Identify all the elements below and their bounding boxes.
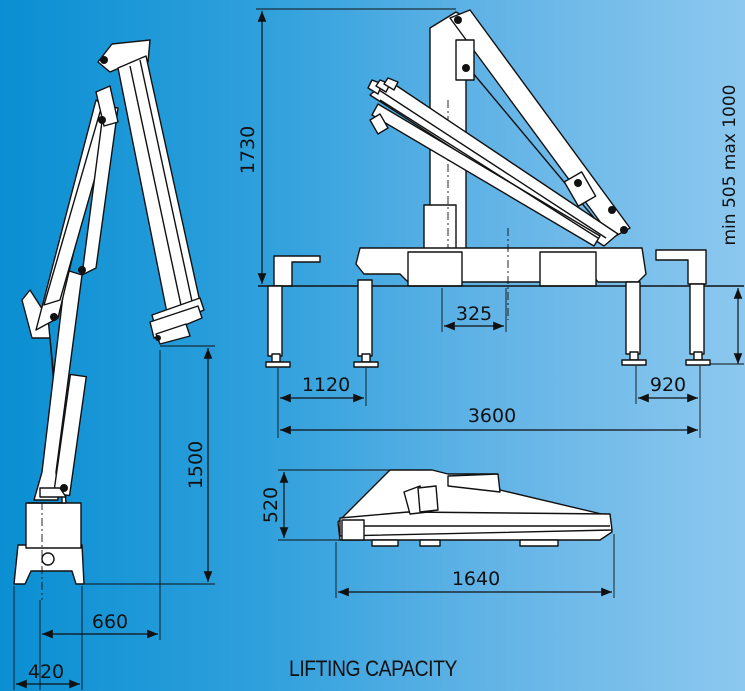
outrigger-right <box>655 249 707 285</box>
lifting-capacity-caption: LIFTING CAPACITY <box>289 656 457 681</box>
dimension-660: 660 <box>92 611 128 633</box>
dimension-520: 520 <box>260 487 282 523</box>
base-pin-icon <box>41 552 55 566</box>
dimension-1120: 1120 <box>302 374 350 396</box>
side-view-crane <box>13 39 205 600</box>
front-view-box-left <box>407 251 463 287</box>
dimension-1500: 1500 <box>185 441 207 489</box>
dimension-1730: 1730 <box>237 126 259 174</box>
front-view-link <box>455 39 475 81</box>
front-view-box-right <box>539 251 597 287</box>
dimension-325: 325 <box>456 303 492 325</box>
transport-view-crane <box>337 469 613 547</box>
dimension-920: 920 <box>650 374 686 396</box>
front-view-dimensions: 1730 min 505 max 1000 325 1120 920 3600 <box>237 8 744 438</box>
outrigger-left <box>273 255 321 287</box>
side-view-dimensions: 1500 660 420 <box>13 345 215 690</box>
dimension-1640: 1640 <box>452 568 500 590</box>
stabilizer-legs <box>265 279 711 368</box>
transport-view-dimensions: 520 1640 <box>260 469 615 598</box>
front-view-frame <box>355 247 647 283</box>
dimension-420: 420 <box>28 661 64 683</box>
side-view-slewing-column <box>25 502 82 549</box>
dimension-3600: 3600 <box>468 405 516 427</box>
front-view-crane <box>258 9 744 368</box>
dimension-stabilizer-range: min 505 max 1000 <box>720 84 740 245</box>
